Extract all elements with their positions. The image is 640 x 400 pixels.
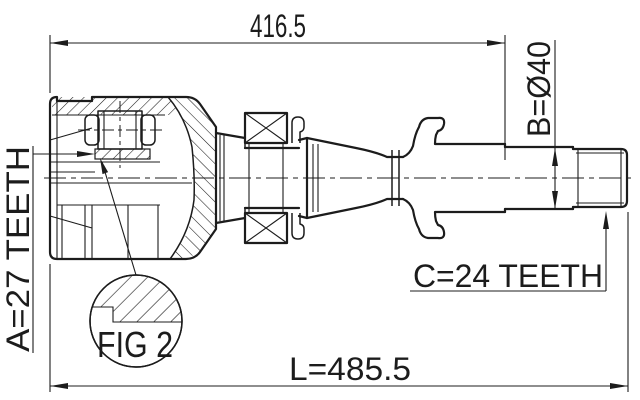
spline-end-outline	[571, 147, 629, 209]
shaft	[214, 116, 575, 240]
fig2-detail: FIG 2	[89, 158, 183, 368]
fig2-circle-outline	[89, 274, 183, 368]
arrowhead-b-up	[552, 148, 558, 166]
taper-bottom-edge	[297, 197, 405, 220]
housing-right-wall-hatch	[168, 97, 216, 259]
taper-top-edge	[297, 136, 405, 159]
dimension-b-diameter: B=Ø40	[521, 40, 558, 209]
neck-top-edge	[214, 131, 247, 140]
arrowhead-fig2-leader	[100, 158, 109, 175]
fig2-leader	[101, 161, 137, 276]
dimension-416: 416.5	[49, 8, 506, 160]
dim-label-inner-spline: A=27 TEETH	[0, 146, 36, 352]
arrowhead-a	[77, 151, 95, 157]
housing-top-wall-hatch	[52, 97, 180, 115]
spline-end	[571, 147, 629, 209]
inner-joint-housing	[48, 95, 218, 261]
dimension-a-spline: A=27 TEETH	[0, 146, 95, 353]
arrowhead-416-left	[50, 40, 68, 46]
bearing-cross-bottom-2	[244, 212, 288, 244]
tripod-trunnion-assembly	[78, 101, 162, 168]
arrowhead-L-left	[50, 383, 68, 389]
neck-bottom-edge	[214, 216, 247, 225]
fig2-hatch-region	[90, 275, 182, 322]
bearing-cross-top-2	[244, 112, 288, 144]
retainer-clip-top	[291, 116, 305, 143]
arrowhead-b-down	[552, 191, 558, 209]
fig2-groove-profile	[90, 306, 182, 323]
retainer-clip-bottom	[291, 213, 305, 240]
arrowhead-416-right	[487, 40, 505, 46]
housing-outline	[48, 95, 218, 261]
fig2-label: FIG 2	[97, 324, 173, 365]
center-support-bearing	[243, 111, 289, 245]
dim-label-overall-length: L=485.5	[289, 351, 411, 387]
dimension-overall-length: L=485.5	[49, 212, 629, 392]
dim-label-shaft-diameter: B=Ø40	[521, 41, 557, 137]
spline-section-hatch	[94, 148, 151, 160]
dim-label-outer-spline: C=24 TEETH	[413, 258, 603, 294]
bore-taper-lower	[49, 215, 93, 229]
arrowhead-c	[603, 211, 609, 229]
arrowhead-L-right	[610, 383, 628, 389]
bearing-box-bottom	[243, 211, 289, 245]
dim-label-top-length: 416.5	[250, 8, 306, 44]
dimension-c-spline: C=24 TEETH	[410, 211, 609, 294]
damper-ring-top	[401, 116, 507, 159]
housing-inner-cavity-line	[167, 96, 195, 260]
damper-ring-bottom	[401, 197, 507, 240]
bearing-box-top	[243, 111, 289, 145]
